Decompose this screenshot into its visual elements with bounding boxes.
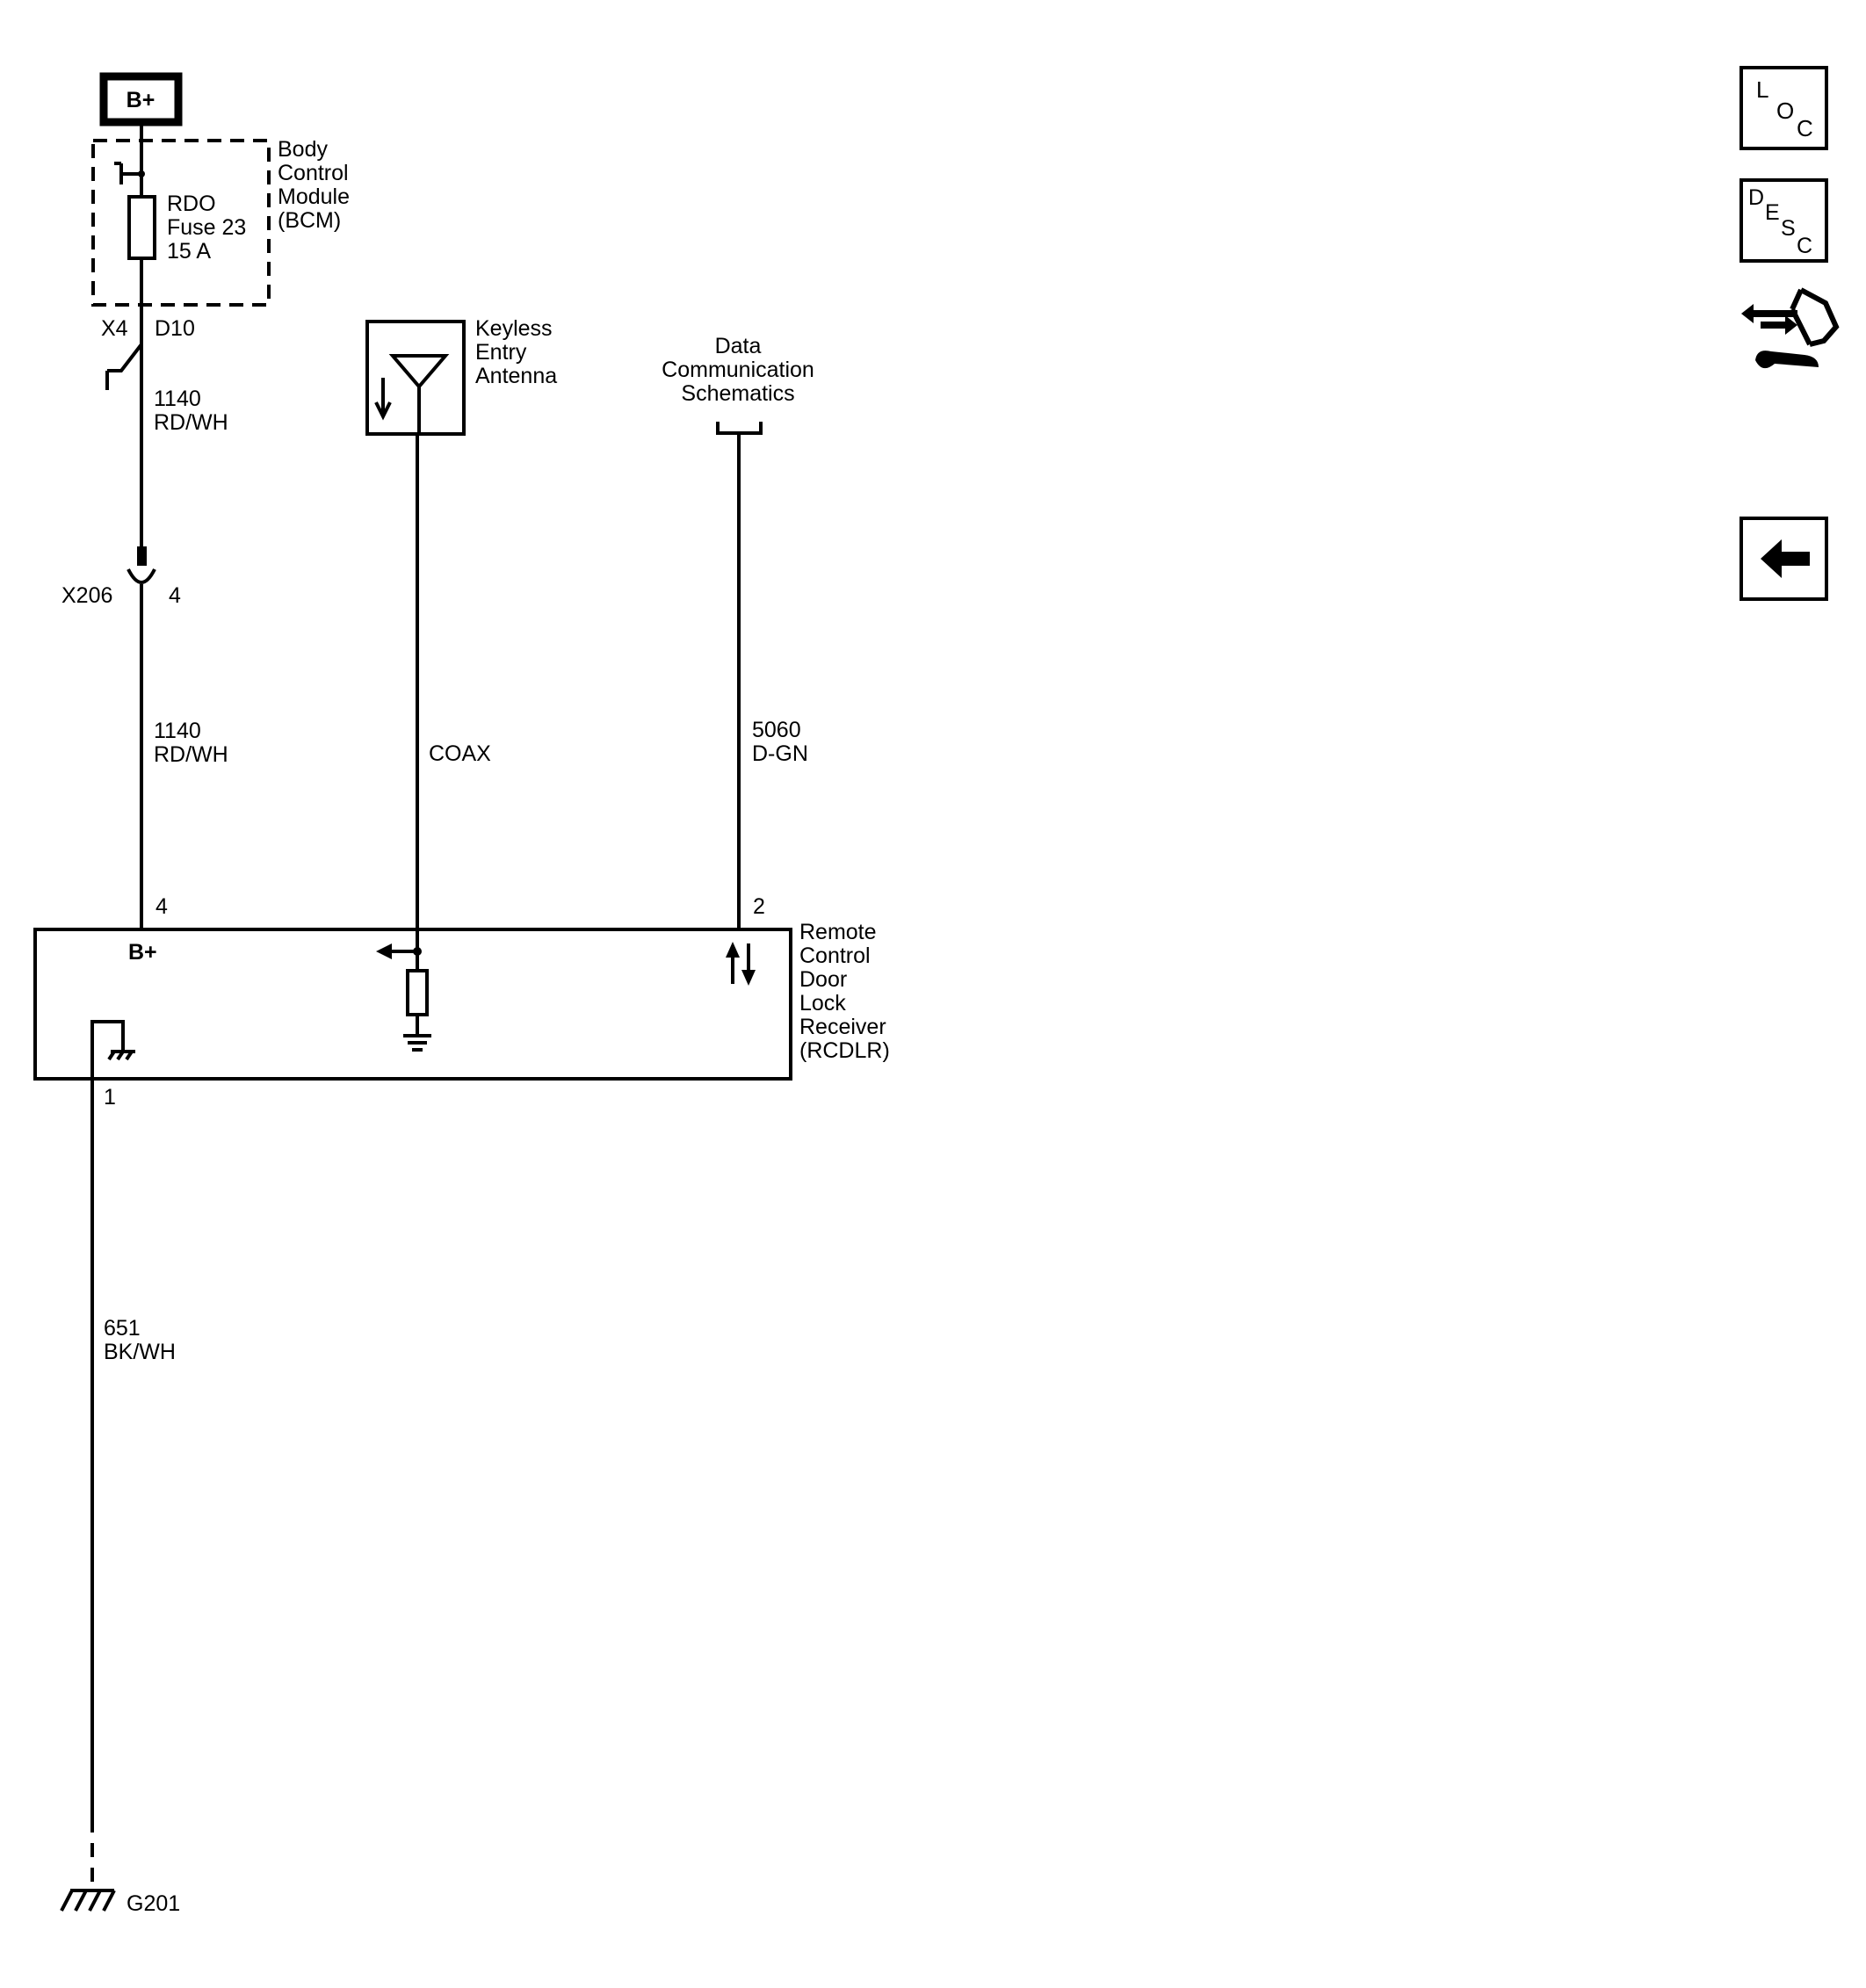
svg-text:Keyless: Keyless: [475, 316, 553, 341]
svg-text:Receiver: Receiver: [799, 1015, 886, 1039]
bcm-connector-x4: X4: [101, 316, 128, 341]
svg-text:O: O: [1776, 98, 1794, 124]
left-arrow-icon: [1761, 539, 1810, 578]
svg-text:(RCDLR): (RCDLR): [799, 1038, 890, 1063]
svg-text:C: C: [1797, 234, 1812, 258]
svg-text:S: S: [1781, 216, 1796, 241]
svg-text:Door: Door: [799, 967, 847, 992]
svg-text:RDO: RDO: [167, 192, 216, 216]
rcdlr-pin-4: 4: [156, 894, 168, 919]
svg-text:15 A: 15 A: [167, 239, 211, 264]
coax-label: COAX: [429, 741, 491, 766]
svg-text:L: L: [1756, 76, 1768, 103]
svg-text:Lock: Lock: [799, 991, 846, 1016]
rcdlr-bplus-label: B+: [128, 940, 157, 965]
bcm-name: Body Control Module (BCM): [278, 137, 350, 233]
rcdlr-internal-resistor: [406, 969, 429, 1016]
svg-text:Control: Control: [799, 943, 871, 968]
wire-651-color: BK/WH: [104, 1340, 176, 1364]
connector-end-view-icon[interactable]: [1741, 287, 1840, 369]
svg-text:Module: Module: [278, 184, 350, 209]
svg-text:Control: Control: [278, 161, 349, 185]
rcdlr-pin-2: 2: [753, 894, 765, 919]
svg-text:(BCM): (BCM): [278, 208, 341, 233]
rcdlr-name: Remote Control Door Lock Receiver (RCDLR…: [799, 920, 890, 1063]
rcdlr-module-box: [33, 928, 792, 1081]
wire-1140-lower-circuit: 1140: [154, 719, 201, 743]
svg-text:C: C: [1797, 115, 1813, 141]
wire-5060-circuit: 5060: [752, 718, 801, 742]
svg-text:Body: Body: [278, 137, 328, 162]
svg-text:D: D: [1748, 185, 1764, 210]
loc-button[interactable]: L O C: [1739, 66, 1828, 150]
wire-1140-upper-circuit: 1140: [154, 387, 201, 411]
rdo-fuse-23: [127, 195, 156, 260]
bidirectional-data-arrows-icon: [726, 942, 756, 986]
svg-text:Data: Data: [715, 334, 762, 358]
b-plus-source-label: B+: [127, 88, 156, 112]
g201-ground-icon: [60, 1889, 116, 1912]
desc-button[interactable]: D E S C: [1739, 178, 1828, 263]
svg-text:E: E: [1765, 200, 1780, 225]
svg-text:Fuse 23: Fuse 23: [167, 215, 246, 240]
data-communication-schematics-link[interactable]: Data Communication Schematics: [662, 334, 814, 406]
svg-text:Antenna: Antenna: [475, 364, 557, 388]
svg-text:Remote: Remote: [799, 920, 877, 944]
wire-651-circuit: 651: [104, 1316, 141, 1341]
data-communication-bracket: [716, 422, 763, 435]
bcm-pin-d10: D10: [155, 316, 195, 341]
rcdlr-pin-1: 1: [104, 1085, 116, 1110]
keyless-entry-antenna-name: Keyless Entry Antenna: [475, 316, 557, 388]
antenna-icon: [388, 354, 450, 434]
bcm-dashed-boundary: [91, 139, 271, 307]
wire-1140-upper-color: RD/WH: [154, 410, 228, 435]
x206-connector-name: X206: [61, 583, 112, 608]
wire-5060-color: D-GN: [752, 741, 808, 766]
rcdlr-internal-ground-icon: [403, 1034, 431, 1052]
svg-text:Communication: Communication: [662, 358, 814, 382]
back-arrow-button[interactable]: [1739, 517, 1828, 601]
rcdlr-chassis-ground-icon: [90, 1020, 135, 1079]
x206-connector-pin: 4: [169, 583, 181, 608]
antenna-down-arrow-icon: [374, 378, 392, 421]
wire-1140-lower-color: RD/WH: [154, 742, 228, 767]
svg-text:Schematics: Schematics: [681, 381, 794, 406]
g201-ground-name: G201: [127, 1891, 180, 1916]
x206-connector-cup: [127, 568, 156, 584]
fuse-label: RDO Fuse 23 15 A: [167, 192, 246, 264]
svg-text:Entry: Entry: [475, 340, 527, 365]
